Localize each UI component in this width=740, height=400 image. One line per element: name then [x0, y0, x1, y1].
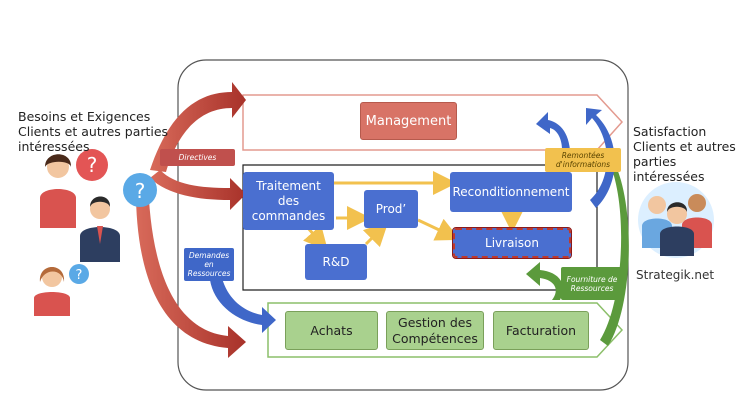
fourniture-ressources-tag: Fourniture de Ressources [561, 267, 623, 300]
traitement-commandes-box: Traitement des commandes [243, 172, 334, 230]
achats-box: Achats [285, 311, 378, 350]
question-bubble-blue-icon: ? [123, 173, 157, 207]
green-arrow-fourniture [526, 262, 564, 300]
customer-woman2-icon [34, 267, 70, 316]
blue-arrow-top-right [536, 112, 570, 150]
livraison-box: Livraison [452, 227, 572, 259]
flow-rd-prod [362, 221, 389, 248]
directives-tag: Directives [160, 149, 235, 166]
demandes-ressources-tag: Demandes en Ressources [184, 248, 234, 281]
flow-trait-rd [303, 224, 328, 251]
question-bubble-small-icon: ? [69, 264, 89, 284]
blue-arrow-right [586, 108, 615, 208]
flow-prod-livraison [417, 218, 461, 241]
reconditionnement-box: Reconditionnement [450, 172, 572, 212]
customer-woman-icon [40, 154, 76, 228]
svg-text:?: ? [135, 179, 146, 203]
right-caption: Satisfaction Clients et autres parties i… [633, 124, 736, 184]
blue-arrow-demandes [210, 278, 276, 333]
facturation-box: Facturation [493, 311, 589, 350]
question-bubble-red-icon: ? [76, 149, 108, 181]
prod-box: Prod’ [364, 190, 418, 228]
left-caption: Besoins et Exigences Clients et autres p… [18, 109, 169, 154]
svg-text:?: ? [87, 153, 98, 177]
brand-label: Strategik.net [636, 268, 715, 282]
satisfied-customers-icon [638, 182, 714, 258]
customer-man-icon [80, 196, 120, 262]
rd-box: R&D [305, 244, 367, 280]
red-arrow-middle [150, 170, 246, 210]
gestion-competences-box: Gestion des Compétences [386, 311, 484, 350]
remontees-informations-tag: Remontées d'informations [545, 148, 621, 172]
management-box: Management [360, 102, 457, 140]
svg-text:?: ? [76, 268, 83, 283]
